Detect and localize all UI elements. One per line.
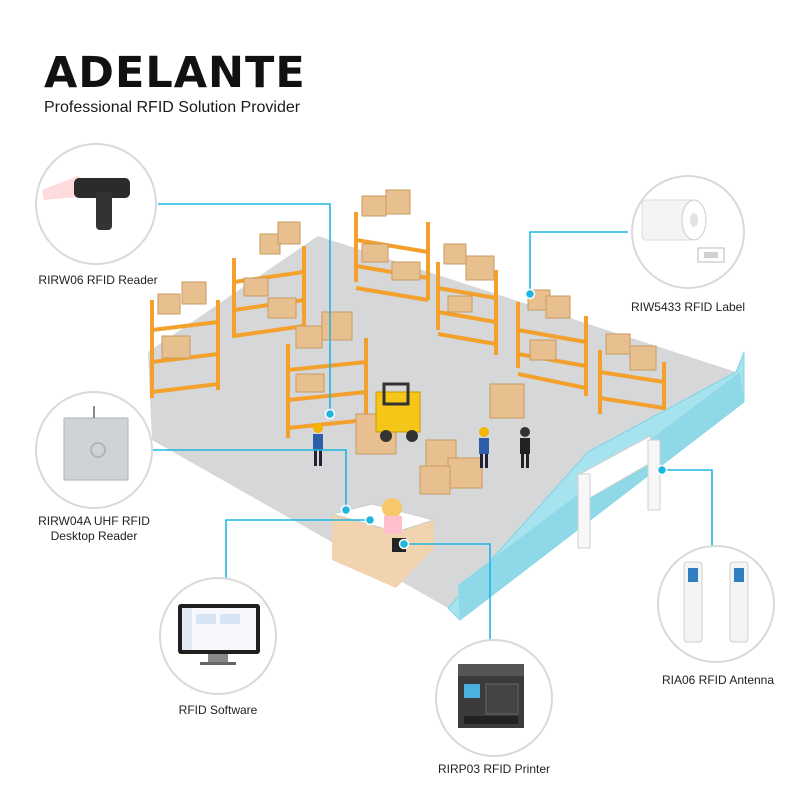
rfid-gate: [577, 435, 661, 549]
brand-header: ADELANTE Professional RFID Solution Prov…: [44, 50, 306, 118]
product-circle-rirw06: [35, 143, 157, 265]
worker-figure: [313, 423, 323, 466]
product-label-software: RFID Software: [178, 703, 258, 717]
product-circle-software: [159, 577, 277, 695]
handheld-rfid-reader-icon: [42, 176, 130, 230]
product-circle-rirp03: [435, 639, 553, 757]
product-label-riw5433: RIW5433 RFID Label: [630, 300, 746, 314]
connector-dots: [324, 288, 668, 550]
product-label-rirw06: RIRW06 RFID Reader: [38, 273, 158, 287]
shelf-unit: [598, 350, 666, 414]
gate-antenna-icon: [683, 561, 749, 643]
monitor-software-icon: [178, 604, 260, 665]
product-label-rirp03: RIRP03 RFID Printer: [437, 762, 551, 776]
product-circle-ria06: [657, 545, 775, 663]
warehouse-wall-front: [458, 372, 744, 620]
brand-name: ADELANTE: [44, 48, 306, 98]
connector-lines: [148, 203, 713, 672]
reception-desk: [330, 498, 436, 588]
shelf-unit: [436, 262, 498, 355]
shelf-unit: [150, 300, 220, 398]
brand-tagline: Professional RFID Solution Provider: [44, 99, 301, 116]
product-label-rirw04a: RIRW04A UHF RFID Desktop Reader: [38, 514, 150, 543]
worker-figure: [479, 427, 489, 468]
desktop-rfid-reader-icon: [63, 406, 129, 481]
shelf-unit: [516, 302, 588, 396]
product-circle-riw5433: [631, 175, 745, 289]
label-printer-icon: [458, 664, 524, 728]
rfid-label-roll-icon: [641, 199, 725, 263]
manager-figure: [520, 427, 530, 468]
product-circle-rirw04a: [35, 391, 153, 509]
forklift-icon: [375, 382, 421, 442]
shelf-unit: [286, 338, 368, 438]
product-label-ria06: RIA06 RFID Antenna: [661, 673, 775, 687]
